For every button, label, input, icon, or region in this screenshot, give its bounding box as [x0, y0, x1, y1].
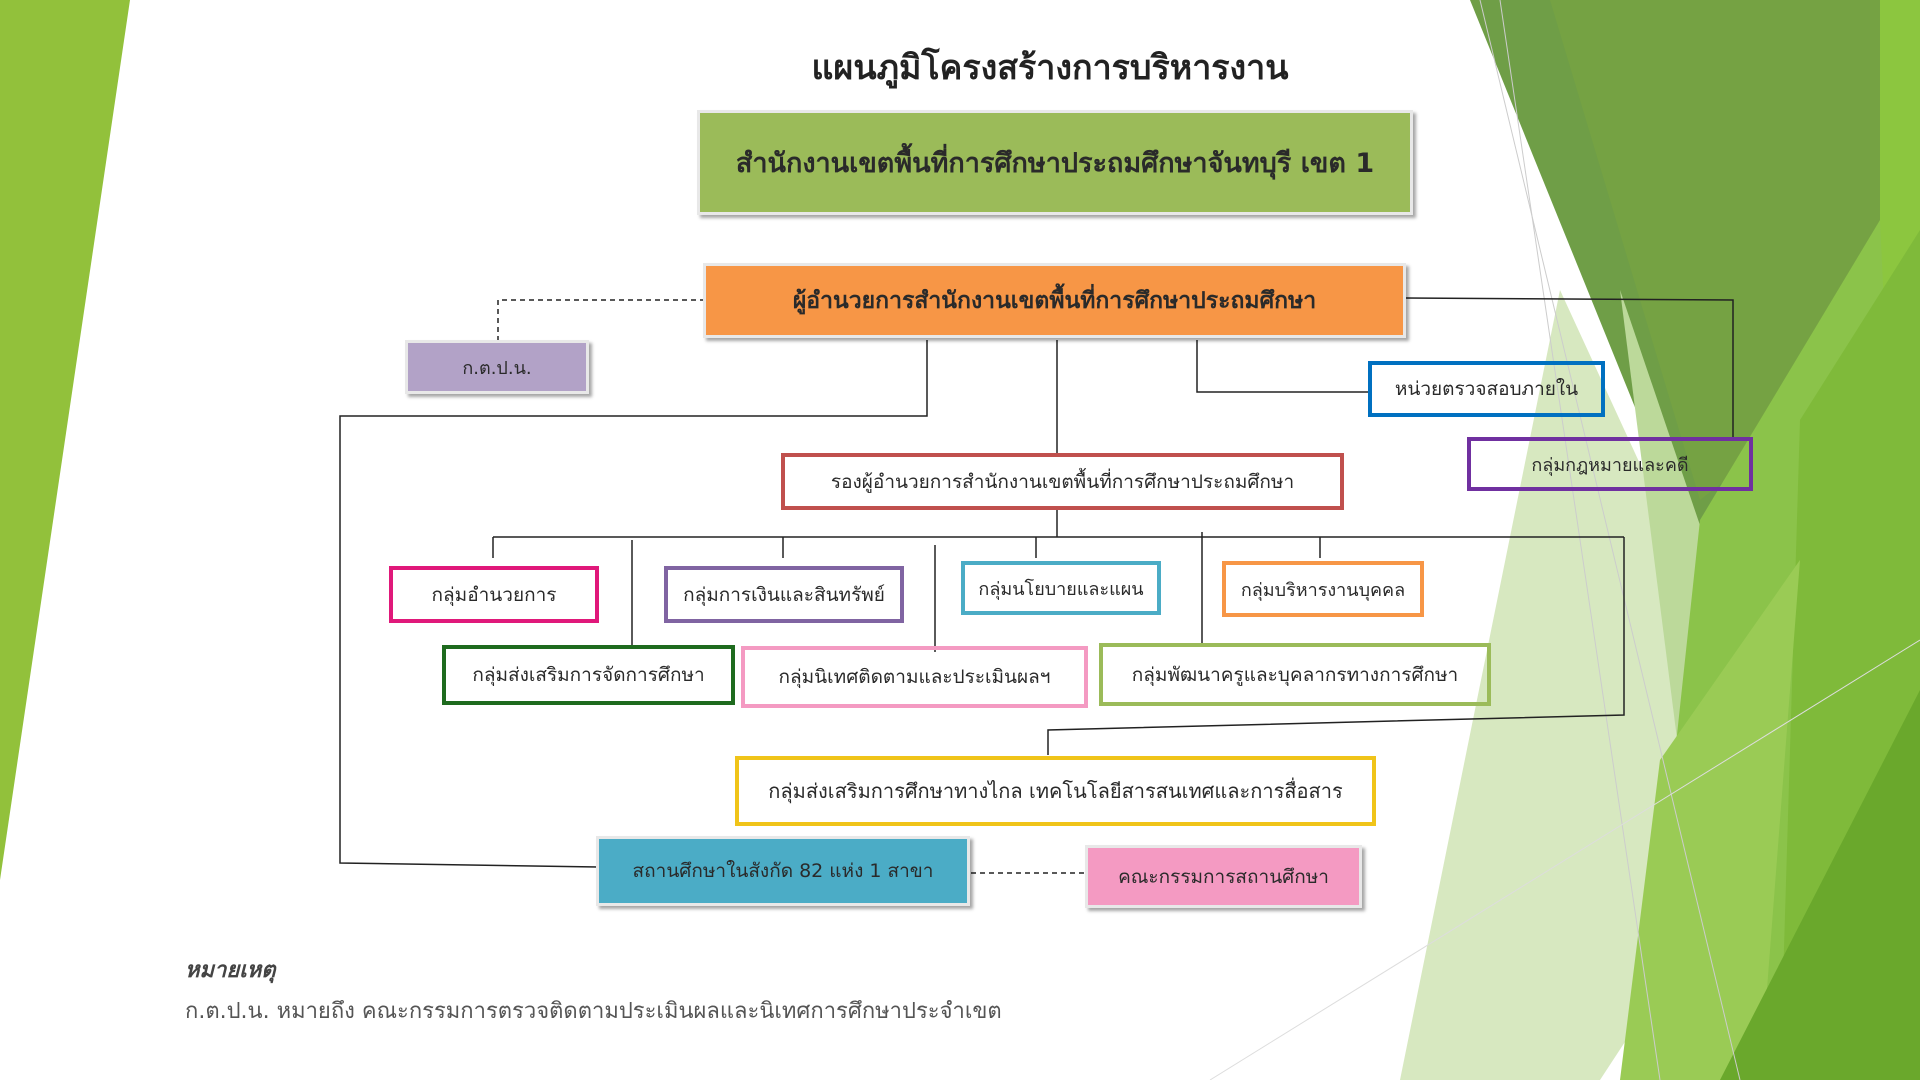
connector-legal: [1404, 297, 1734, 438]
school-board-label: คณะกรรมการสถานศึกษา: [1118, 865, 1329, 888]
group-promotion-label: กลุ่มส่งเสริมการจัดการศึกษา: [472, 664, 705, 686]
group-distance-ict-label: กลุ่มส่งเสริมการศึกษาทางไกล เทคโนโลยีสาร…: [768, 779, 1343, 803]
page-title: แผนภูมิโครงสร้างการบริหารงาน: [811, 48, 1289, 88]
school-board-box: คณะกรรมการสถานศึกษา: [1085, 845, 1362, 908]
connector-audit: [1196, 340, 1370, 393]
deputy-box: รองผู้อำนวยการสำนักงานเขตพื้นที่การศึกษา…: [781, 453, 1344, 510]
group-development-label: กลุ่มพัฒนาครูและบุคลากรทางการศึกษา: [1131, 663, 1459, 686]
group-finance-label: กลุ่มการเงินและสินทรัพย์: [683, 583, 885, 606]
group-supervision-box: กลุ่มนิเทศติดตามและประเมินผลฯ: [741, 646, 1088, 708]
group-personnel-box: กลุ่มบริหารงานบุคคล: [1222, 561, 1424, 617]
office-label: สำนักงานเขตพื้นที่การศึกษาประถมศึกษาจันท…: [735, 148, 1375, 179]
group-development-box: กลุ่มพัฒนาครูและบุคลากรทางการศึกษา: [1099, 643, 1491, 706]
group-distance-ict-box: กลุ่มส่งเสริมการศึกษาทางไกล เทคโนโลยีสาร…: [735, 756, 1376, 826]
legal-box: กลุ่มกฎหมายและคดี: [1467, 437, 1753, 491]
group-supervision-label: กลุ่มนิเทศติดตามและประเมินผลฯ: [778, 666, 1051, 688]
note-heading: หมายเหตุ: [185, 958, 276, 983]
group-finance-box: กลุ่มการเงินและสินทรัพย์: [664, 566, 904, 623]
committee-label: ก.ต.ป.น.: [462, 357, 532, 379]
group-admin-box: กลุ่มอำนวยการ: [389, 566, 599, 623]
director-label: ผู้อำนวยการสำนักงานเขตพื้นที่การศึกษาประ…: [792, 287, 1317, 314]
committee-box: ก.ต.ป.น.: [405, 340, 589, 394]
connector-committee: [497, 299, 705, 340]
legal-label: กลุ่มกฎหมายและคดี: [1531, 454, 1689, 476]
schools-label: สถานศึกษาในสังกัด 82 แห่ง 1 สาขา: [632, 860, 934, 882]
director-box: ผู้อำนวยการสำนักงานเขตพื้นที่การศึกษาประ…: [703, 263, 1406, 338]
group-policy-box: กลุ่มนโยบายและแผน: [961, 561, 1161, 615]
deputy-label: รองผู้อำนวยการสำนักงานเขตพื้นที่การศึกษา…: [830, 470, 1295, 493]
group-promotion-box: กลุ่มส่งเสริมการจัดการศึกษา: [442, 645, 735, 705]
group-personnel-label: กลุ่มบริหารงานบุคคล: [1240, 579, 1406, 601]
internal-audit-label: หน่วยตรวจสอบภายใน: [1394, 378, 1579, 400]
schools-box: สถานศึกษาในสังกัด 82 แห่ง 1 สาขา: [596, 836, 970, 906]
connector-ict: [1047, 537, 1625, 755]
group-policy-label: กลุ่มนโยบายและแผน: [978, 578, 1144, 600]
connector-schools: [339, 340, 928, 868]
office-box: สำนักงานเขตพื้นที่การศึกษาประถมศึกษาจันท…: [697, 110, 1413, 215]
note-text: ก.ต.ป.น. หมายถึง คณะกรรมการตรวจติดตามประ…: [185, 999, 1002, 1024]
group-admin-label: กลุ่มอำนวยการ: [431, 583, 557, 606]
internal-audit-box: หน่วยตรวจสอบภายใน: [1368, 361, 1605, 417]
